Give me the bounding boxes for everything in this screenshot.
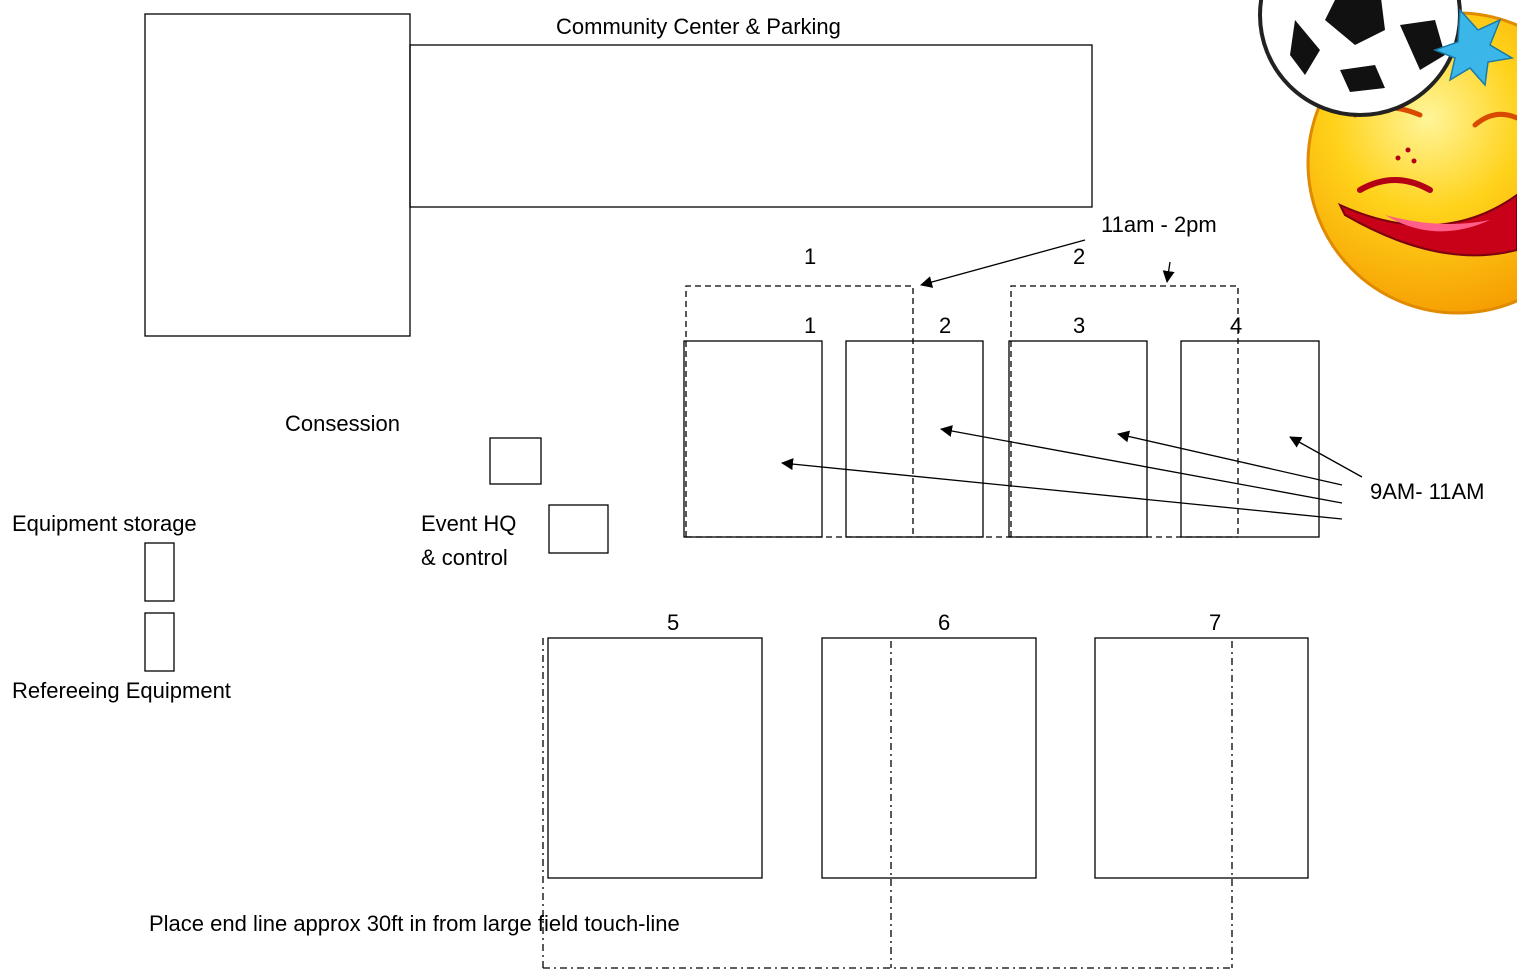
equipment-storage-box	[144, 542, 175, 602]
end-line-note: Place end line approx 30ft in from large…	[149, 911, 680, 936]
large-field-1-outline	[685, 285, 914, 537]
small-field-2	[845, 340, 984, 538]
field-5	[547, 637, 763, 879]
large-field-number: 2	[1073, 244, 1085, 269]
lower-field-number: 7	[1209, 610, 1221, 635]
small-field-number: 1	[804, 313, 816, 338]
small-field-3	[1008, 340, 1148, 538]
consession-label: Consession	[285, 411, 400, 436]
event-hq-label-line2: & control	[421, 545, 508, 570]
small-field-number: 2	[939, 313, 951, 338]
community-center-label: Community Center & Parking	[556, 14, 841, 39]
arrow-to-large-field-1	[920, 239, 1086, 288]
large-field-2-outline	[1010, 285, 1239, 537]
small-field-number: 3	[1073, 313, 1085, 338]
time-label-11am-2pm: 11am - 2pm	[1101, 212, 1217, 237]
arrow-to-small-field-4	[1289, 436, 1363, 478]
smiley-soccer-ball-icon	[1258, 0, 1517, 315]
small-field-4	[1180, 340, 1320, 538]
lower-field-number: 6	[938, 610, 950, 635]
arrow-to-small-field-2	[940, 425, 1343, 504]
arrow-to-large-field-2	[1162, 261, 1175, 283]
small-field-1	[683, 340, 823, 538]
consession-box	[489, 437, 542, 485]
large-field-number: 1	[804, 244, 816, 269]
lower-field-number: 5	[667, 610, 679, 635]
field-7	[1094, 637, 1309, 879]
small-field-number: 4	[1230, 313, 1242, 338]
equipment-storage-label: Equipment storage	[12, 511, 197, 536]
field-6	[821, 637, 1037, 879]
time-label-9am-11am: 9AM- 11AM	[1370, 479, 1485, 504]
arrow-to-small-field-3	[1117, 430, 1343, 486]
parking-block	[144, 13, 411, 337]
arrow-to-small-field-1	[781, 458, 1343, 520]
refereeing-equipment-label: Refereeing Equipment	[12, 678, 231, 703]
event-hq-label-line1: Event HQ	[421, 511, 516, 536]
refereeing-equipment-box	[144, 612, 175, 672]
community-center-block	[409, 44, 1093, 208]
event-hq-box	[548, 504, 609, 554]
